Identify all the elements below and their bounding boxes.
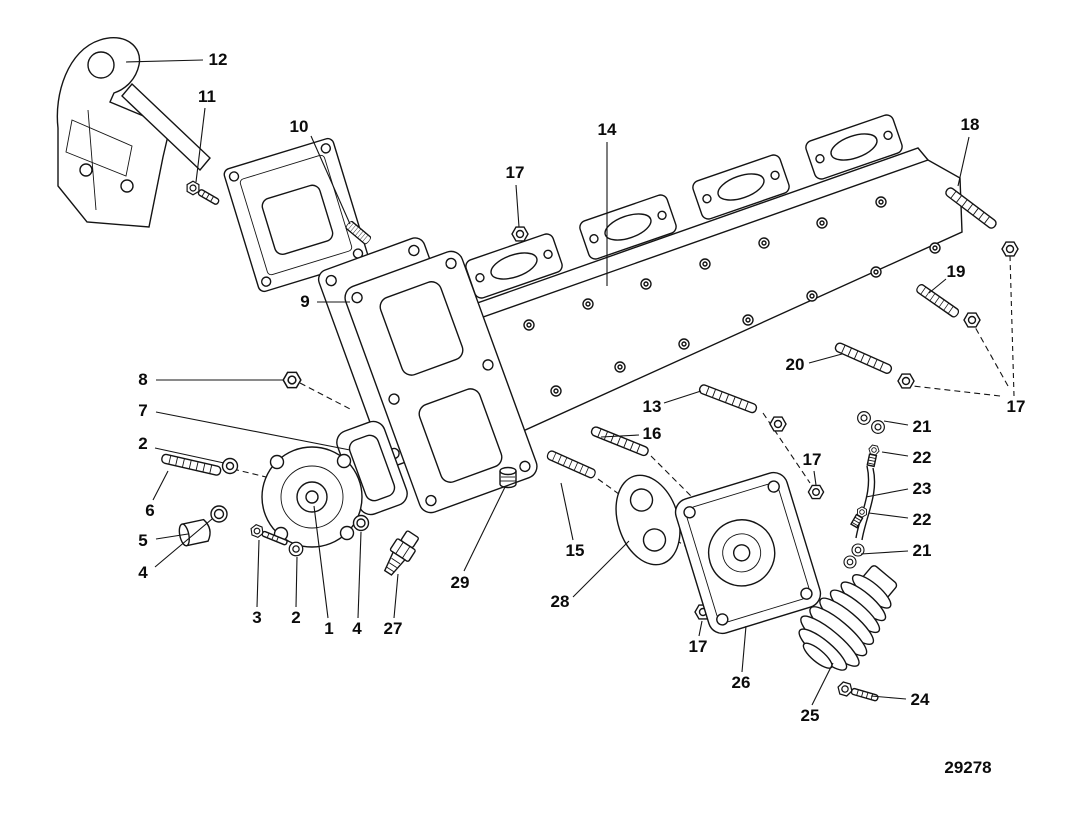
port-flange-3: [692, 154, 790, 220]
callout-label-17-32: 17: [688, 637, 708, 656]
washer-21a-drawing: [857, 411, 871, 425]
housing-assembly-drawing: [261, 446, 363, 548]
washer-21b-drawing: [871, 420, 885, 434]
port-flange-2: [579, 194, 677, 260]
callout-label-11-1: 11: [198, 87, 216, 106]
callout-label-15-24: 15: [565, 541, 585, 560]
callout-label-1-29: 1: [324, 619, 334, 638]
callout-label-27-31: 27: [383, 619, 403, 638]
callout-label-28-26: 28: [550, 592, 570, 611]
end-housing-26-drawing: [674, 471, 822, 635]
callout-label-4-30: 4: [352, 619, 362, 638]
callout-label-9-7: 9: [300, 292, 310, 311]
pipe-plug-29-drawing: [499, 466, 517, 489]
nut-17d-drawing: [769, 416, 787, 432]
callout-label-10-2: 10: [289, 117, 309, 136]
callout-label-26-33: 26: [731, 673, 751, 692]
mounting-bracket-drawing: [56, 37, 211, 228]
elbow-flange-drawing: [344, 250, 538, 514]
callout-label-3-27: 3: [252, 608, 262, 627]
callout-label-14-3: 14: [597, 120, 617, 139]
screw-22a-drawing: [866, 444, 881, 468]
callout-label-18-5: 18: [960, 115, 980, 134]
callout-label-20-8: 20: [785, 355, 805, 374]
fitting-27-drawing: [383, 530, 419, 576]
callout-label-21-23: 21: [912, 541, 932, 560]
callout-label-25-34: 25: [800, 706, 820, 725]
callout-label-2-13: 2: [138, 434, 148, 453]
stud-16-drawing: [589, 425, 651, 458]
callout-label-8-9: 8: [138, 370, 148, 389]
nut-17f-drawing: [963, 312, 981, 328]
callout-label-5-19: 5: [138, 531, 148, 550]
callout-label-23-18: 23: [912, 479, 932, 498]
nut-17e-drawing: [1001, 241, 1019, 257]
callout-label-17-4: 17: [505, 163, 525, 182]
nut-17b-drawing: [807, 484, 825, 500]
stud-19-drawing: [914, 282, 961, 319]
callout-label-4-22: 4: [138, 563, 148, 582]
callout-label-22-20: 22: [912, 510, 932, 529]
callout-label-7-10: 7: [138, 401, 148, 420]
drawing-number: 29278: [944, 758, 992, 777]
callout-label-24-35: 24: [910, 690, 930, 709]
bolt-11-drawing: [183, 178, 220, 205]
washer-2a-drawing: [221, 457, 239, 475]
exhaust-manifold-drawing: [445, 114, 963, 437]
stud-13-drawing: [697, 383, 759, 415]
o-ring-4b-drawing: [352, 514, 370, 532]
callout-leader-lines: [125, 59, 1015, 706]
exhaust-elbow-25-drawing: [798, 565, 898, 671]
callout-label-17-12: 17: [1006, 397, 1026, 416]
nut-17a-drawing: [511, 226, 529, 242]
washer-21d-drawing: [843, 555, 857, 569]
stud-6-drawing: [160, 452, 223, 477]
port-flange-4: [805, 114, 903, 180]
port-flange-1: [465, 233, 563, 299]
callout-label-13-11: 13: [642, 397, 662, 416]
callout-label-12-0: 12: [208, 50, 228, 69]
bolt-3-drawing: [248, 522, 288, 546]
oil-line-23-drawing: [855, 465, 876, 541]
nut-8-drawing: [282, 371, 302, 389]
stud-15-drawing: [545, 449, 598, 480]
callout-label-21-15: 21: [912, 417, 932, 436]
callout-label-16-14: 16: [642, 424, 662, 443]
callout-label-22-16: 22: [912, 448, 932, 467]
washer-2b-drawing: [288, 541, 304, 557]
callout-label-29-25: 29: [450, 573, 470, 592]
callout-label-6-17: 6: [145, 501, 155, 520]
o-ring-4a-drawing: [210, 505, 228, 523]
screw-22b-drawing: [850, 505, 870, 529]
nut-17g-drawing: [897, 373, 915, 389]
stud-20-drawing: [833, 341, 894, 376]
callout-label-19-6: 19: [946, 262, 966, 281]
bolt-24-drawing: [835, 680, 879, 702]
callout-label-2-28: 2: [291, 608, 301, 627]
cover-plate-drawing: [223, 137, 369, 293]
callout-label-17-21: 17: [802, 450, 822, 469]
